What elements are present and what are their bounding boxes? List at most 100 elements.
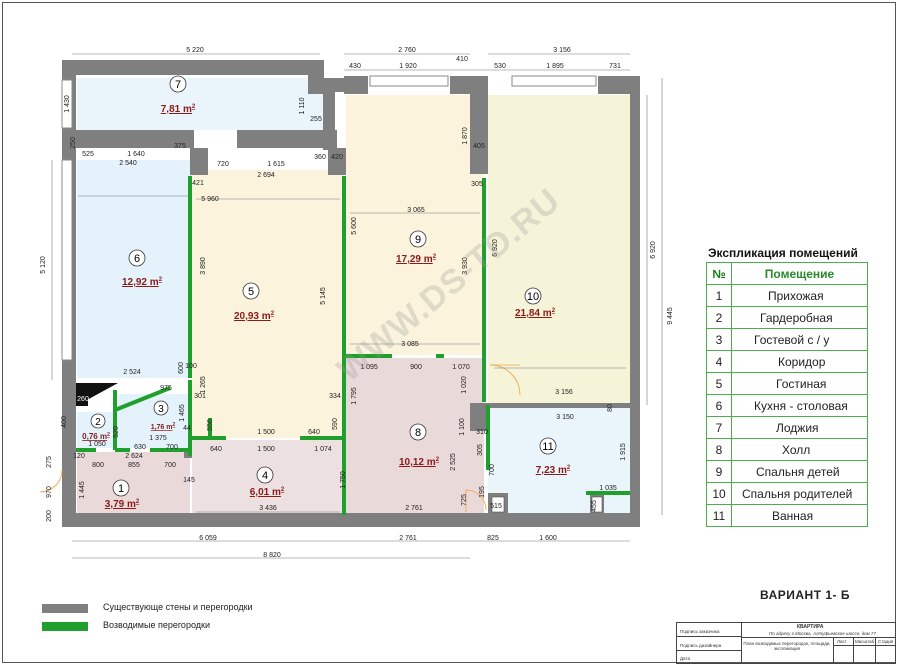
dim-text: 725 [461,494,468,506]
room-area: 20,93 m2 [234,311,275,322]
room-number: 2 [95,417,101,428]
row-num: 1 [706,284,732,307]
dim-text: 525 [82,151,94,158]
dim-text: 5 600 [351,217,358,235]
room-number-circle [242,282,260,300]
dim-text: 6 920 [650,241,657,259]
dim-text: 975 [160,385,172,392]
dim-text: 970 [46,486,53,498]
dim-text: 1 915 [620,443,627,461]
stamp-sheet: Лист [837,639,847,644]
shower-fixture [591,496,603,513]
dim-text: 1 375 [149,435,167,442]
row-num: 2 [706,306,732,329]
dim-text: 3 436 [259,505,277,512]
dim-text: 1 095 [360,364,378,371]
dim-text: 6 920 [492,239,499,257]
dim-text: 630 [134,444,146,451]
room-area: 1,76 m2 [151,422,176,431]
row-name: Холл [731,438,868,461]
room-number: 7 [175,79,181,91]
room-number: 8 [415,427,421,439]
legend-existing-swatch [42,604,88,613]
dim-text: 556 [207,419,214,431]
legend-new-swatch [42,622,88,631]
row-name: Гостиная [731,372,868,395]
room-1-fill [77,452,190,513]
dim-text: 5 145 [320,287,327,305]
dim-text: 375 [174,143,186,150]
dim-text: 421 [192,180,204,187]
dim-text: 1 615 [267,161,285,168]
dim-text: 1 070 [452,364,470,371]
row-name: Спальня родителей [731,482,868,505]
dim-text: 5 120 [40,256,47,274]
dim-text: 3 156 [553,47,571,54]
stamp-stage: Стадия [878,639,894,644]
wall [237,130,337,148]
room-number: 1 [118,483,124,495]
shaft-base [76,393,88,406]
room-number: 11 [542,441,553,453]
row-name: Спальня детей [731,460,868,483]
dim-text: 1 020 [461,376,468,394]
header-num: № [706,262,732,285]
dim-text: 2 524 [123,369,141,376]
room-area: 21,84 m2 [515,308,556,319]
room-number: 3 [158,404,164,415]
stamp-description: План возводимых перегородок, площади, эк… [743,641,831,651]
dim-text: 260 [77,396,89,403]
dim-text: 800 [92,462,104,469]
dim-text: 455 [591,500,598,512]
explication-title: Экспликация помещений [708,246,858,260]
dim-text: 305 [471,181,483,188]
room-area: 6,01 m2 [250,487,285,498]
row-name: Коридор [731,350,868,373]
doors [39,364,521,512]
window [369,75,449,87]
door-arc [39,469,63,493]
window [511,75,597,87]
dim-text: 825 [487,535,499,542]
dim-text: 310 [476,429,488,436]
wall [630,76,640,527]
room-number: 10 [527,291,539,303]
dim-text: 900 [410,364,422,371]
row-num: 8 [706,438,732,461]
room-number-circle [153,400,169,416]
room-5-label: 5 20,93 m2 [234,282,275,322]
row-name: Ванная [731,504,868,527]
dim-text: 1 430 [64,95,71,113]
dim-text: 1 500 [257,446,275,453]
room-number-circle [169,75,187,93]
dim-text: 250 [70,137,77,149]
dim-text: 145 [183,477,195,484]
dim-text: 1 750 [340,471,347,489]
dim-text: 195 [479,486,486,498]
dim-text: 1 500 [257,429,275,436]
dim-text: 3 156 [555,389,573,396]
dim-text: 640 [210,446,222,453]
dim-text: 1 465 [179,404,186,422]
dim-text: 44 [183,425,191,432]
stamp-title: КВАРТИРА [797,624,824,630]
room-7-fill [77,78,325,130]
dim-text: 430 [349,63,361,70]
room-5-fill [192,170,342,438]
dim-text: 1 265 [200,376,207,394]
dim-text: 2 540 [119,160,137,167]
room-area: 7,81 m2 [161,104,196,115]
dim-text: 1 870 [462,127,469,145]
dim-text: 515 [490,503,502,510]
door-arc [465,489,487,511]
row-num: 4 [706,350,732,373]
wall [470,403,488,431]
room-number-circle [128,249,146,267]
